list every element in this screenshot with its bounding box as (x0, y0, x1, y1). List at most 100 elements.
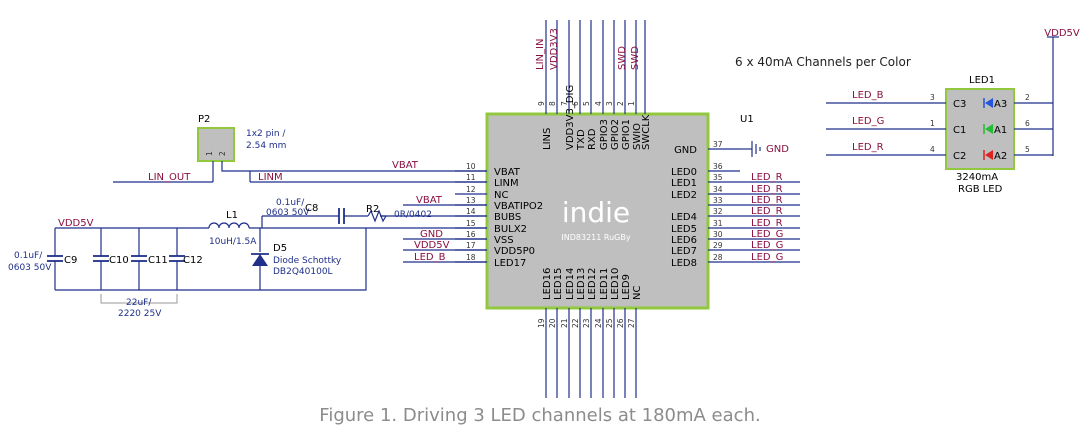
ic-pins: 10VBAT11LINM12NC13VBATIPO214BUBS15BULX21… (455, 20, 740, 398)
pin-name: LED0 (671, 167, 697, 178)
pin-name: GPIO1 (621, 119, 632, 150)
pin-number: 15 (466, 219, 476, 228)
svg-text:0603 50V: 0603 50V (8, 263, 52, 273)
net-label-vdd5v-led: VDD5V (1044, 28, 1080, 39)
svg-text:Diode Schottky: Diode Schottky (273, 256, 342, 266)
net-label-led-out: LED_R (751, 172, 783, 183)
svg-text:C12: C12 (183, 255, 203, 266)
pin-name: LED16 (542, 268, 553, 300)
net-label-led-out: LED_R (751, 218, 783, 229)
ic-body (485, 112, 710, 310)
pin-number: 28 (713, 253, 723, 262)
pin-number: 3 (605, 101, 614, 106)
svg-text:L1: L1 (226, 210, 238, 221)
connector-p2 (197, 127, 235, 162)
figure-caption: Figure 1. Driving 3 LED channels at 180m… (319, 405, 761, 426)
net-label-led-out: LED_G (751, 240, 783, 251)
capacitor-bank (47, 228, 185, 290)
diode-d5 (252, 254, 268, 266)
pin-number: 35 (713, 173, 723, 182)
pin-name: LED9 (621, 274, 632, 300)
led-desc: RGB LED (958, 184, 1003, 195)
pin-number: 31 (713, 219, 723, 228)
pin-name: LED2 (671, 190, 697, 201)
net-label-led-out: LED_G (751, 229, 783, 240)
pin-name: LINM (494, 178, 519, 189)
svg-text:0.1uF/: 0.1uF/ (276, 198, 305, 208)
pin-name: LED4 (671, 212, 697, 223)
led-net-label: LED_B (852, 90, 884, 101)
net-label-led-out: LED_R (751, 184, 783, 195)
pin-name: GPIO2 (610, 119, 621, 150)
net-label-led-out: LED_R (751, 195, 783, 206)
pin-name: VBAT (494, 167, 521, 178)
pin-name: VDD5P0 (494, 246, 535, 257)
led-anode-label: A2 (994, 151, 1007, 162)
pin-number: 17 (466, 241, 476, 250)
net-label-vbat: VBAT (392, 160, 419, 171)
pin-number: 4 (594, 101, 603, 106)
pin-name: BUBS (494, 212, 521, 223)
led-net-label: LED_G (852, 116, 884, 127)
pin-number: 9 (537, 101, 546, 106)
p2-designator: P2 (198, 114, 210, 125)
pin-number: 1 (627, 101, 636, 106)
pin-number: 26 (616, 318, 625, 328)
p2-desc-2: 2.54 mm (246, 141, 286, 151)
pin-number: 11 (466, 173, 476, 182)
net-label-lin-in: LIN_IN (535, 39, 546, 70)
svg-text:2: 2 (218, 151, 227, 156)
pin-number: 19 (537, 318, 546, 328)
pin-number: 8 (548, 101, 557, 106)
pin-number: 23 (582, 318, 591, 328)
pin-number: 20 (548, 318, 557, 328)
pin-number: 16 (466, 230, 476, 239)
net-label-vbat-2: VBAT (416, 195, 443, 206)
pin-number: 18 (466, 253, 476, 262)
net-label-linm: LINM (258, 172, 283, 183)
pin-name: BULX2 (494, 224, 527, 235)
svg-text:C10: C10 (109, 255, 129, 266)
led-diode-icon (985, 98, 993, 108)
led-cathode-label: C1 (953, 125, 966, 136)
pin-name: LED7 (671, 246, 697, 257)
led-diode-icon (985, 150, 993, 160)
svg-text:2220 25V: 2220 25V (118, 309, 162, 319)
svg-text:10uH/1.5A: 10uH/1.5A (209, 237, 257, 247)
pin-number: 2 (1025, 93, 1030, 102)
gnd-symbol (740, 141, 761, 157)
pin-number: 30 (713, 230, 723, 239)
pin-name: LED8 (671, 258, 697, 269)
pin-number: 14 (466, 207, 476, 216)
pin-number: 2 (616, 101, 625, 106)
svg-text:DB2Q40100L: DB2Q40100L (273, 267, 333, 277)
pin-number: 1 (930, 119, 935, 128)
pin-name: LED14 (565, 268, 576, 300)
svg-text:0R/0402: 0R/0402 (394, 210, 432, 220)
net-label-gnd-u1: GND (766, 144, 789, 155)
pin-number: 13 (466, 196, 476, 205)
net-label-led-out: LED_G (751, 252, 783, 263)
pin-name: NC (632, 286, 643, 300)
p2-desc-1: 1x2 pin / (246, 129, 286, 139)
led-diode-icon (985, 124, 993, 134)
net-label-led-b-chip: LED_B (414, 252, 446, 263)
led-cathode-label: C2 (953, 151, 966, 162)
pin-number: 3 (930, 93, 935, 102)
led-current: 3240mA (956, 172, 998, 183)
net-label-gnd: GND (420, 229, 443, 240)
pin-name: LED5 (671, 224, 697, 235)
svg-text:D5: D5 (273, 243, 287, 254)
svg-text:0603 50V: 0603 50V (266, 208, 310, 218)
svg-text:C8: C8 (305, 203, 318, 214)
pin-number: 27 (627, 318, 636, 328)
net-label-lin-out: LIN_OUT (148, 172, 191, 183)
svg-text:C9: C9 (64, 255, 77, 266)
pin-name: LED17 (494, 258, 526, 269)
pin-name: RXD (587, 128, 598, 150)
pin-number: 6 (1025, 119, 1030, 128)
net-label-vdd5v-chip: VDD5V (414, 240, 450, 251)
pin-number: 29 (713, 241, 723, 250)
